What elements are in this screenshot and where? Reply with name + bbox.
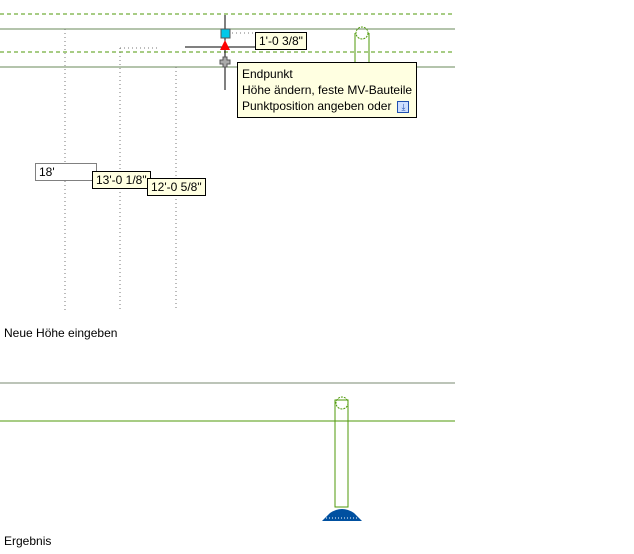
pole-base (322, 509, 362, 521)
pole (334, 399, 349, 508)
dimension-label-1: 13'-0 1/8" (92, 171, 151, 189)
dimension-label-2: 12'-0 5/8" (147, 178, 206, 196)
pole-top-circle (335, 396, 349, 410)
tooltip: Endpunkt Höhe ändern, feste MV-Bauteile … (237, 62, 418, 118)
dropdown-arrow-icon[interactable]: ⤓ (397, 100, 410, 113)
step2-caption: Ergebnis (4, 534, 52, 548)
grip-plus-icon[interactable] (219, 56, 231, 68)
tooltip-prompt: Punktposition angeben oder ⤓ (242, 98, 412, 114)
dimension-current-label: 1'-0 3/8" (255, 32, 307, 50)
tooltip-snap: Endpunkt (242, 67, 293, 81)
height-input[interactable]: 18' (35, 163, 97, 181)
grip-square-icon[interactable] (220, 28, 231, 39)
step1-caption: Neue Höhe eingeben (4, 326, 118, 340)
top-drawing (0, 13, 455, 310)
tooltip-command: Höhe ändern, feste MV-Bauteile (242, 83, 413, 97)
pole-top-circle (355, 26, 369, 40)
grip-triangle-icon[interactable] (220, 40, 230, 50)
bottom-drawing (0, 382, 455, 521)
tooltip-prompt-text: Punktposition angeben oder (242, 99, 392, 113)
